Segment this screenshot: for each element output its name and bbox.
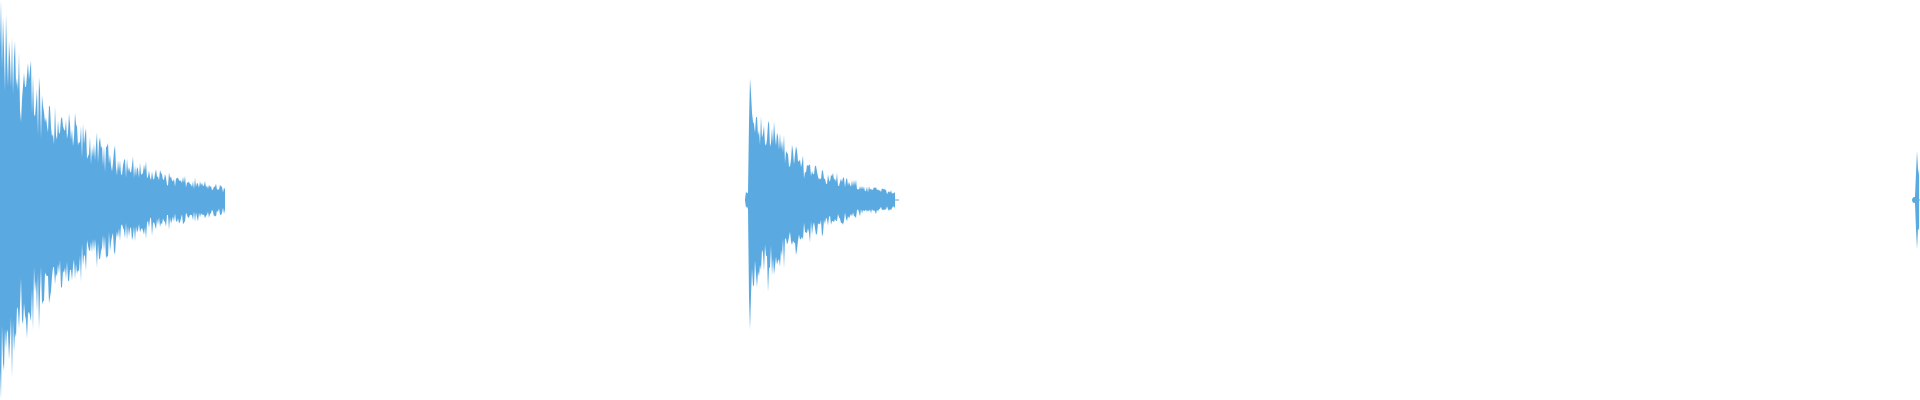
waveform-display[interactable] bbox=[0, 0, 1920, 400]
waveform-path bbox=[0, 0, 1919, 400]
waveform-bursts bbox=[0, 0, 1919, 400]
waveform-view[interactable] bbox=[0, 0, 1920, 400]
